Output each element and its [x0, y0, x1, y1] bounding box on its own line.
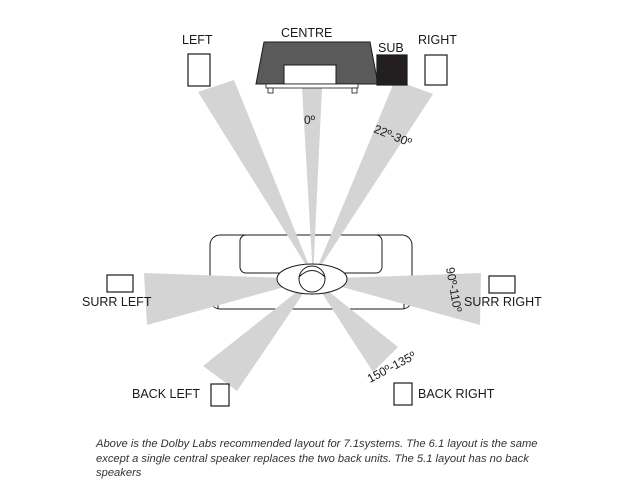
tv-stand — [265, 83, 359, 89]
beam-front-left — [198, 80, 314, 278]
label-back-right: BACK RIGHT — [418, 387, 495, 401]
beam-centre — [302, 88, 322, 278]
angle-centre: 0º — [304, 113, 316, 127]
beam-surr-left — [144, 273, 313, 325]
label-right: RIGHT — [418, 33, 457, 47]
label-back-left: BACK LEFT — [132, 387, 200, 401]
back-right-speaker — [393, 382, 413, 406]
beam-front-right — [313, 80, 433, 278]
centre-speaker-box — [283, 64, 337, 85]
front-left-speaker — [187, 53, 211, 87]
front-right-speaker — [424, 54, 448, 86]
listener — [276, 263, 348, 295]
beam-back-right — [313, 279, 398, 372]
tv-foot-left — [267, 87, 274, 94]
listener-head — [298, 265, 326, 293]
tv-centre-unit — [255, 41, 379, 94]
label-sub: SUB — [378, 41, 404, 55]
beam-surr-right — [313, 273, 481, 325]
surround-right-speaker — [488, 275, 516, 294]
speakers — [106, 53, 516, 407]
diagram-caption: Above is the Dolby Labs recommended layo… — [96, 438, 538, 479]
label-surr-right: SURR RIGHT — [464, 295, 542, 309]
label-centre: CENTRE — [281, 26, 332, 40]
label-surr-left: SURR LEFT — [82, 295, 152, 309]
listener-hair — [298, 270, 326, 278]
beam-back-left — [203, 279, 313, 391]
subwoofer — [376, 54, 408, 86]
sound-beams — [144, 80, 481, 391]
label-left: LEFT — [182, 33, 213, 47]
surround-left-speaker — [106, 274, 134, 293]
back-left-speaker — [210, 383, 230, 407]
tv-foot-right — [351, 87, 358, 94]
